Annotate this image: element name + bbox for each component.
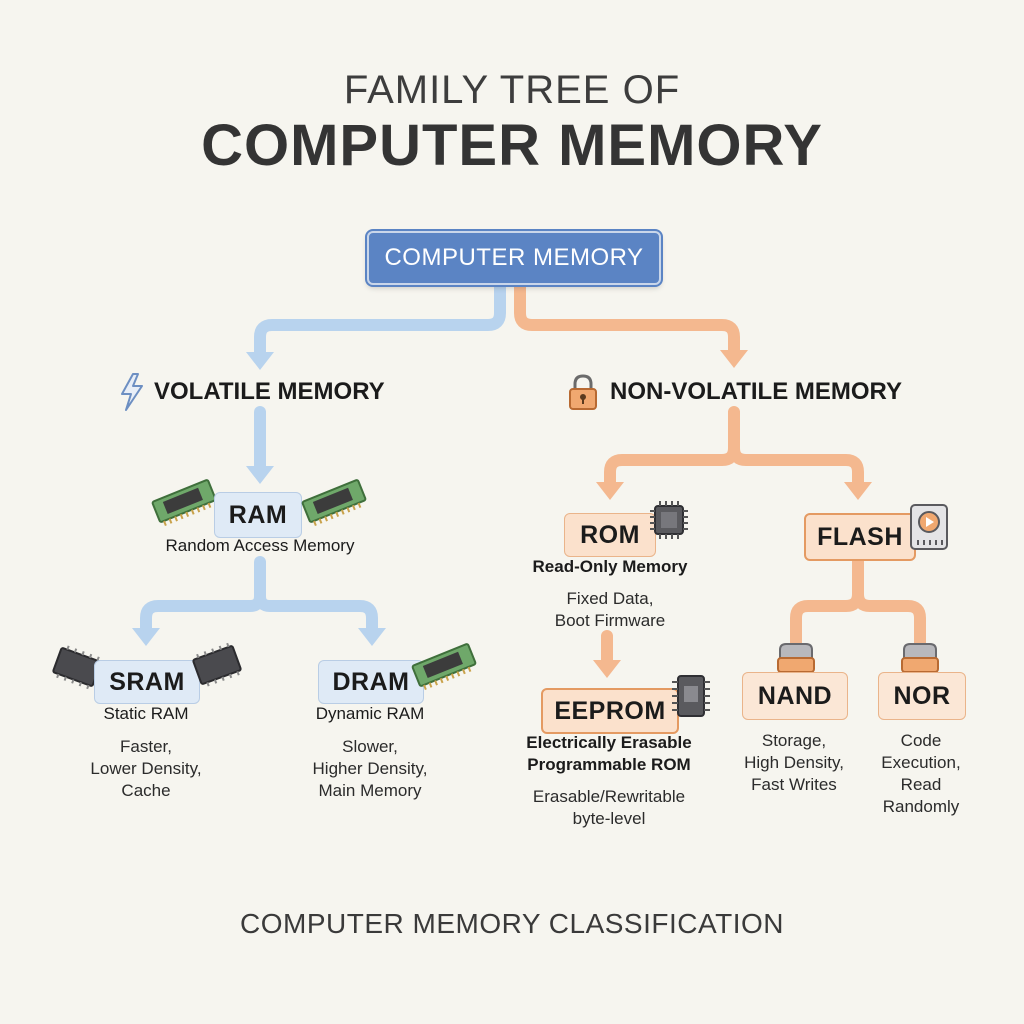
dram-desc-line: Higher Density, <box>312 759 428 778</box>
drive-icon <box>901 643 939 673</box>
ram-module-icon <box>411 643 477 690</box>
title-line-2: COMPUTER MEMORY <box>201 113 823 178</box>
padlock-icon <box>569 374 597 410</box>
arrow-rom <box>596 482 624 500</box>
category-volatile: VOLATILE MEMORY <box>118 372 385 412</box>
node-flash: FLASH <box>804 513 916 561</box>
sram-desc-line: Faster, <box>120 737 172 756</box>
nor-desc-line: Execution, <box>881 753 961 772</box>
flash-storage-icon <box>910 504 948 550</box>
lightning-bolt-icon <box>121 373 143 411</box>
nor-description: Code Execution, Read Randomly <box>862 730 980 818</box>
rom-desc-line: Boot Firmware <box>554 611 666 630</box>
arrow-eeprom <box>593 660 621 678</box>
rom-desc-line: Fixed Data, <box>566 589 654 608</box>
title-line-1: FAMILY TREE OF <box>343 68 681 112</box>
category-nonvolatile: NON-VOLATILE MEMORY <box>566 372 902 412</box>
eeprom-description: Erasable/Rewritable byte-level <box>500 786 718 830</box>
cpu-chip-icon <box>650 501 688 539</box>
nor-desc-line: Read <box>900 775 942 794</box>
dram-desc-line: Slower, <box>342 737 398 756</box>
nand-desc-line: Storage, <box>761 731 827 750</box>
eeprom-chip-icon <box>672 675 710 717</box>
node-rom: ROM <box>564 513 656 557</box>
connector-ram-split <box>140 556 378 636</box>
category-nonvolatile-label: NON-VOLATILE MEMORY <box>610 378 902 405</box>
connector-root-volatile <box>254 279 506 361</box>
rom-subtitle: Read-Only Memory <box>532 557 688 576</box>
drive-icon <box>777 643 815 673</box>
category-volatile-label: VOLATILE MEMORY <box>154 378 385 405</box>
ram-module-icon <box>301 479 367 526</box>
connector-root-nonvolatile <box>514 279 740 358</box>
rom-description: Fixed Data, Boot Firmware <box>500 588 720 632</box>
connector-flash-split <box>790 554 926 652</box>
memory-chip-icon <box>52 645 102 690</box>
node-nor: NOR <box>878 672 966 720</box>
ram-subtitle: Random Access Memory <box>165 536 355 555</box>
nor-desc-line: Randomly <box>882 797 960 816</box>
eeprom-subtitle: Electrically Erasable Programmable ROM <box>500 732 718 776</box>
dram-description: Slower, Higher Density, Main Memory <box>270 736 470 802</box>
node-eeprom: EEPROM <box>541 688 679 734</box>
arrow-ram <box>246 466 274 484</box>
node-ram: RAM <box>214 492 302 538</box>
arrow-dram <box>358 628 386 646</box>
eeprom-desc-line: Erasable/Rewritable <box>532 787 686 806</box>
arrow-nonvolatile <box>720 350 748 368</box>
nand-description: Storage, High Density, Fast Writes <box>726 730 862 796</box>
arrow-flash <box>844 482 872 500</box>
root-node-computer-memory: COMPUTER MEMORY <box>367 231 661 285</box>
memory-chip-icon <box>192 642 242 687</box>
eeprom-subtitle-line: Programmable ROM <box>527 755 691 774</box>
footer-caption: COMPUTER MEMORY CLASSIFICATION <box>240 908 784 939</box>
nand-desc-line: Fast Writes <box>751 775 837 794</box>
eeprom-subtitle-line: Electrically Erasable <box>526 733 692 752</box>
node-dram: DRAM <box>318 660 424 704</box>
ram-module-icon <box>151 479 217 526</box>
sram-description: Faster, Lower Density, Cache <box>46 736 246 802</box>
node-nand: NAND <box>742 672 848 720</box>
node-sram: SRAM <box>94 660 200 704</box>
sram-desc-line: Cache <box>121 781 171 800</box>
arrow-volatile <box>246 352 274 370</box>
dram-subtitle: Dynamic RAM <box>315 704 425 723</box>
nand-desc-line: High Density, <box>744 753 844 772</box>
nor-desc-line: Code <box>900 731 942 750</box>
sram-subtitle: Static RAM <box>103 704 189 723</box>
connector-nonvolatile-split <box>604 406 864 490</box>
arrow-sram <box>132 628 160 646</box>
dram-desc-line: Main Memory <box>318 781 422 800</box>
sram-desc-line: Lower Density, <box>90 759 202 778</box>
eeprom-desc-line: byte-level <box>572 809 646 828</box>
